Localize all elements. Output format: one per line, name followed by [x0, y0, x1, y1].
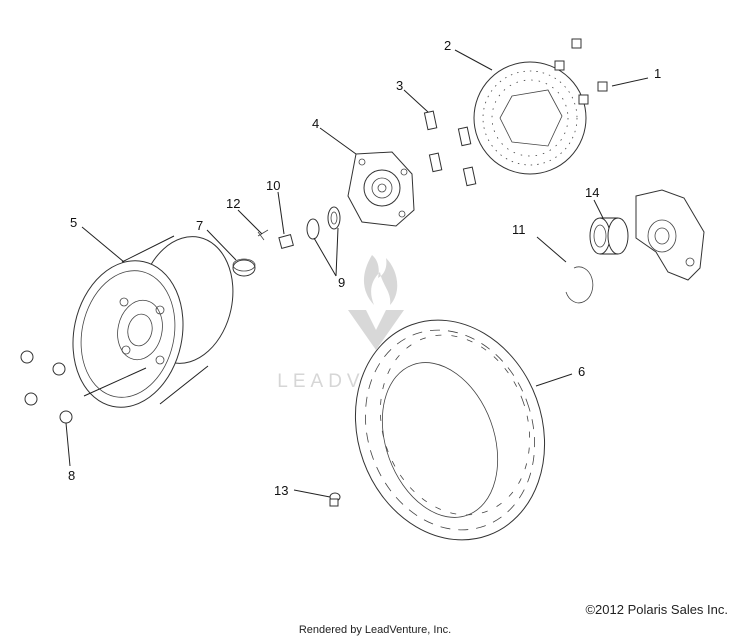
- callout-2: 2: [444, 38, 451, 53]
- disc-bolts: [554, 38, 608, 105]
- render-credit: Rendered by LeadVenture, Inc.: [298, 624, 452, 636]
- callout-8: 8: [68, 468, 75, 483]
- bearing: [589, 217, 629, 255]
- wheel-rim: [72, 235, 234, 408]
- leader-lines: [65, 49, 649, 498]
- watermark-v-icon: [348, 310, 404, 350]
- lug-nuts: [20, 350, 73, 424]
- callout-labels: 1 2 3 4 5 6 7 8 9 10 11 12 13 14: [68, 38, 661, 498]
- callout-3: 3: [396, 78, 403, 93]
- small-hardware: [232, 206, 341, 277]
- wheel-studs: [423, 110, 477, 187]
- callout-9: 9: [338, 275, 345, 290]
- callout-14: 14: [585, 185, 599, 200]
- callout-11: 11: [512, 222, 526, 237]
- callout-6: 6: [578, 364, 585, 379]
- callout-12: 12: [226, 196, 240, 211]
- callout-4: 4: [312, 116, 319, 131]
- tire: [354, 319, 546, 541]
- callout-7: 7: [196, 218, 203, 233]
- callout-5: 5: [70, 215, 77, 230]
- snap-ring: [565, 266, 594, 304]
- callout-1: 1: [654, 66, 661, 81]
- callout-10: 10: [266, 178, 280, 193]
- valve-stem: [329, 492, 341, 507]
- copyright-text: ©2012 Polaris Sales Inc.: [585, 602, 728, 617]
- callout-13: 13: [274, 483, 288, 498]
- hub: [347, 151, 415, 227]
- brake-disc: [473, 61, 587, 175]
- watermark-flame-icon: [363, 255, 398, 305]
- steering-knuckle: [635, 189, 705, 281]
